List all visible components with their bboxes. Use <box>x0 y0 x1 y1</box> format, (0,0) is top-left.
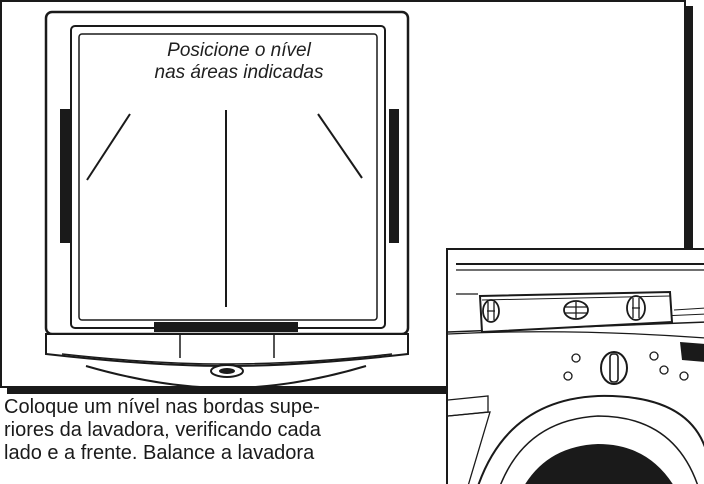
level-closeup-illustration <box>448 263 704 484</box>
caption-line-1: Posicione o nível <box>167 40 311 61</box>
caption-line-2: nas áreas indicadas <box>154 62 324 83</box>
diagram-caption: Posicione o nível nas áreas indicadas <box>108 40 370 84</box>
instruction-line-2: riores da lavadora, verificando cada <box>4 419 321 441</box>
instruction-line-3: lado e a frente. Balance a lavadora <box>4 442 315 464</box>
level-closeup-panel <box>446 248 704 484</box>
washer-top-view-panel: Posicione o nível nas áreas indicadas <box>0 0 686 390</box>
instruction-line-1: Coloque um nível nas bordas supe- <box>4 396 320 418</box>
instruction-paragraph: Coloque um nível nas bordas supe- riores… <box>4 396 444 484</box>
washer-top-illustration <box>44 10 410 390</box>
